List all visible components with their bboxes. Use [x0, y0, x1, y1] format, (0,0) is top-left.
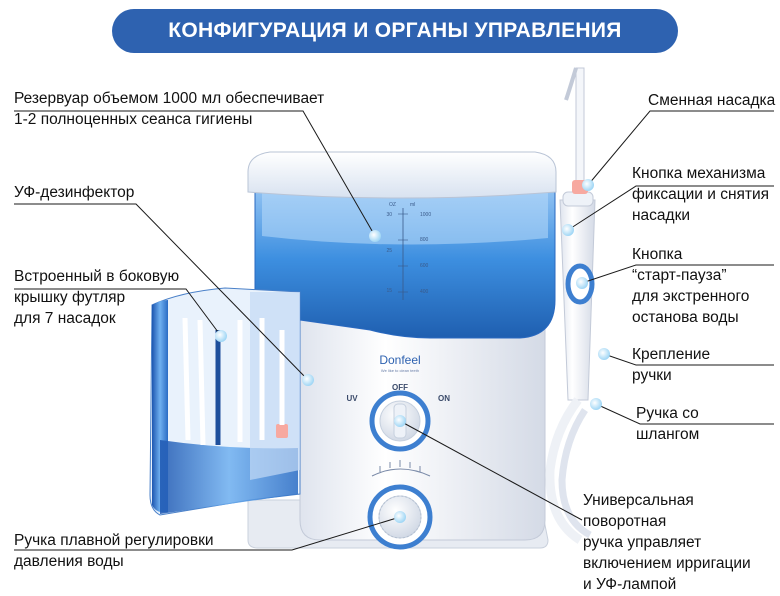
- scale-oz: OZ: [389, 202, 396, 208]
- scale-600: 600: [420, 263, 429, 269]
- dial-uv-label: UV: [346, 394, 358, 403]
- reservoir-highlight: [262, 190, 548, 245]
- scale-ml: ml: [410, 202, 415, 208]
- title-banner: КОНФИГУРАЦИЯ И ОРГАНЫ УПРАВЛЕНИЯ: [112, 9, 678, 53]
- reservoir-lid: [247, 151, 557, 199]
- label-nozzle-case: Встроенный в боковую крышку футляр для 7…: [14, 268, 180, 327]
- dial-off-label: OFF: [392, 383, 408, 392]
- scale-15: 15: [386, 288, 392, 294]
- callout-lines: [14, 110, 774, 551]
- scale-800: 800: [420, 237, 429, 243]
- label-handle-hose: Ручка со шлангом: [636, 405, 700, 443]
- label-uv-disinfector: УФ-дезинфектор: [14, 184, 135, 201]
- label-mode-dial: Универсальная поворотная ручка управляет…: [583, 492, 751, 593]
- label-pressure-knob: Ручка плавной регулировки давления воды: [14, 532, 214, 570]
- scale-400: 400: [420, 289, 429, 295]
- pressure-scale: [371, 460, 431, 477]
- scale-30: 30: [386, 212, 392, 218]
- stored-nozzles: [182, 317, 288, 446]
- brand-logo: Donfeel: [379, 353, 420, 367]
- label-release-button: Кнопка механизма фиксации и снятия насад…: [632, 165, 770, 224]
- brand-tagline: We like to clean teeth: [381, 368, 419, 373]
- dial-on-label: ON: [438, 394, 450, 403]
- label-replaceable-nozzle: Сменная насадка: [648, 92, 776, 109]
- callout-markers: [215, 179, 610, 523]
- label-start-pause-button: Кнопка “старт-пауза” для экстренного ост…: [632, 246, 750, 326]
- scale-1000: 1000: [420, 212, 431, 218]
- page-title: КОНФИГУРАЦИЯ И ОРГАНЫ УПРАВЛЕНИЯ: [168, 19, 622, 42]
- scale-25: 25: [386, 248, 392, 254]
- label-reservoir: Резервуар объемом 1000 мл обеспечивает 1…: [14, 90, 325, 128]
- label-handle-mount: Крепление ручки: [632, 346, 711, 384]
- replaceable-nozzle[interactable]: [564, 67, 588, 194]
- handle-with-hose[interactable]: [545, 191, 596, 544]
- reservoir-scale: OZ ml 30 25 15 1000 800 600 400: [386, 202, 431, 300]
